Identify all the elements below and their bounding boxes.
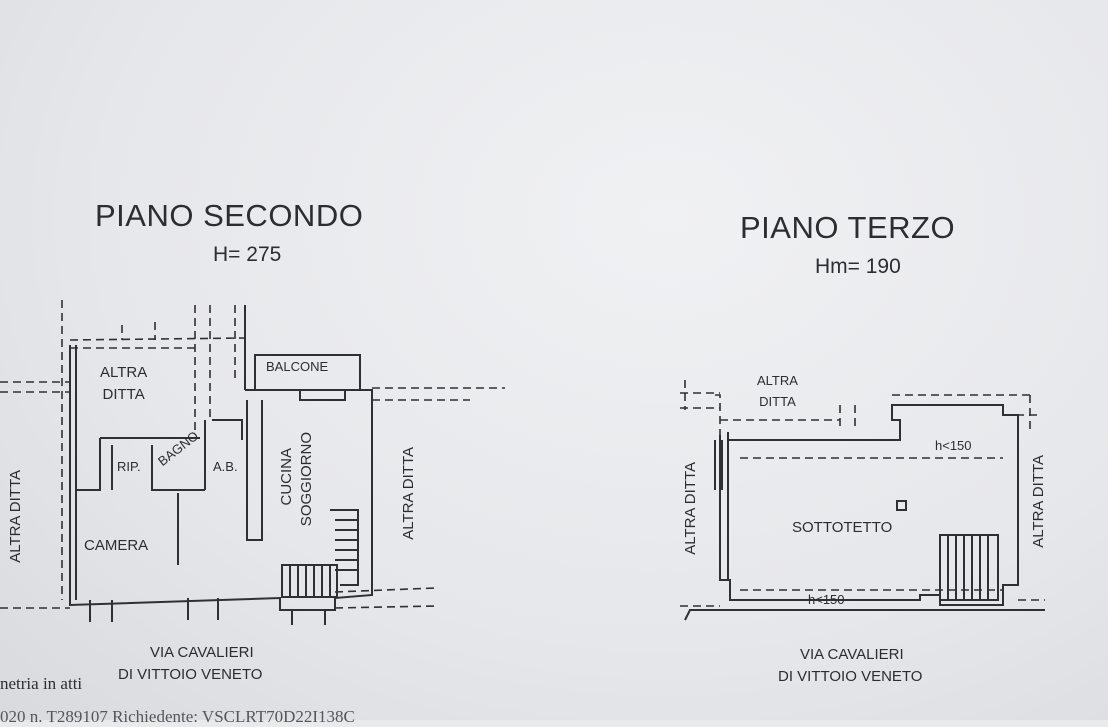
right-altra-ditta-right: ALTRA DITTA: [1030, 455, 1047, 548]
left-altra-ditta-left: ALTRA DITTA: [7, 470, 24, 563]
sottotetto-label: SOTTOTETTO: [792, 519, 893, 536]
left-plan-title: PIANO SECONDO: [95, 198, 364, 233]
right-plan-title: PIANO TERZO: [740, 210, 956, 245]
right-altra-ditta-left: ALTRA DITTA: [682, 462, 699, 555]
right-street-line2: DI VITTOIO VENETO: [778, 668, 923, 685]
left-altra-ditta-top: ALTRA DITTA: [100, 364, 148, 403]
camera-label: CAMERA: [84, 537, 149, 554]
left-street-line1: VIA CAVALIERI: [150, 644, 254, 661]
footer-partial-text: netria in atti: [0, 674, 83, 693]
right-altra-ditta-top: ALTRA DITTA: [757, 373, 798, 409]
left-altra-ditta-right: ALTRA DITTA: [400, 447, 417, 540]
left-street-line2: DI VITTOIO VENETO: [118, 666, 263, 683]
rip-label: RIP.: [117, 459, 141, 474]
balcone-label: BALCONE: [266, 359, 329, 374]
right-plan-height: Hm= 190: [815, 255, 901, 278]
footer-partial-bottom: 020 n. T289107 Richiedente: VSCLRT70D22I…: [0, 707, 355, 726]
left-plan-height: H= 275: [213, 243, 282, 266]
h-top-label: h<150: [935, 438, 972, 453]
ab-label: A.B.: [213, 459, 238, 474]
h-bottom-label: h<150: [808, 592, 845, 607]
right-street-line1: VIA CAVALIERI: [800, 646, 904, 663]
cucina-label: CUCINA: [278, 448, 295, 506]
soggiorno-label: SOGGIORNO: [298, 432, 315, 527]
